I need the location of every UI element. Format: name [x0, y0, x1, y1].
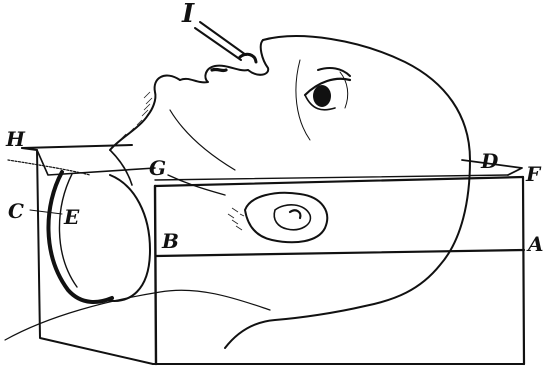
label-d: D — [480, 149, 499, 173]
curved-lip-e — [48, 172, 112, 302]
label-f: F — [525, 162, 542, 186]
eye — [305, 68, 350, 110]
label-c: C — [8, 199, 24, 223]
box-left-end-panel — [22, 148, 153, 364]
tube-line-lower — [195, 28, 241, 60]
nostril — [240, 54, 256, 62]
iris — [313, 85, 331, 107]
ear-outline — [245, 193, 327, 242]
cord-dotted-line — [8, 160, 90, 175]
label-a: A — [526, 232, 544, 256]
eyebrow — [318, 68, 350, 76]
head — [110, 36, 470, 348]
ear-canal — [290, 210, 300, 218]
skull-outline — [225, 36, 470, 348]
pointer-line-c — [30, 210, 62, 214]
label-e: E — [63, 205, 80, 229]
label-i: I — [181, 0, 195, 29]
eye-crease — [340, 72, 348, 108]
cord-line — [5, 290, 270, 340]
ear — [228, 193, 327, 242]
ear-stipple — [228, 208, 244, 230]
shoulder-curve — [110, 150, 132, 185]
box-rear-rim-left — [37, 150, 155, 175]
jaw-line — [170, 110, 235, 170]
box-front-left-edge — [155, 186, 156, 364]
tube-line-upper — [200, 22, 246, 55]
box-middle-band — [156, 250, 524, 256]
nasal-tube — [195, 22, 246, 60]
chin-outline — [148, 76, 180, 115]
label-b: B — [161, 229, 179, 253]
label-h: H — [5, 127, 26, 151]
curved-lip-e-inner — [59, 174, 77, 287]
box-top-front-edge — [155, 177, 523, 186]
box-front-right-edge — [523, 177, 524, 364]
forehead-nose-outline — [248, 40, 268, 75]
ear-inner — [274, 205, 310, 230]
mouth-line — [212, 69, 226, 70]
box-left-inner-wall — [105, 175, 150, 301]
label-g: G — [149, 156, 166, 180]
